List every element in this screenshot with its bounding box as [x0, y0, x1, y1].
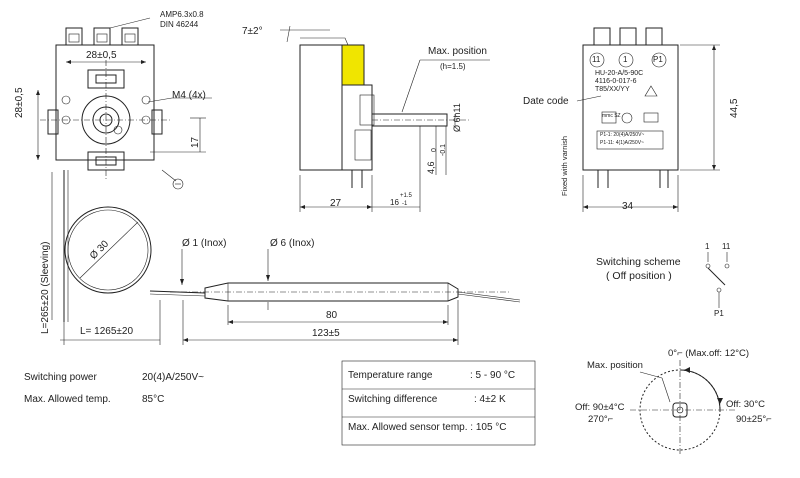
term-p1-label: P1 [714, 309, 724, 318]
side-depth-tol-top: +1.5 [400, 193, 412, 199]
max-position-label: Max. position [428, 46, 487, 57]
shaft-len-label: 4,6 [426, 161, 436, 174]
switching-scheme-diagram [705, 252, 730, 308]
spec-table-lines [341, 360, 536, 446]
side-width-label: 27 [330, 198, 342, 209]
dial-zero-label: 0°⌐ (Max.off: 12°C) [668, 348, 750, 359]
side-view [280, 25, 490, 212]
connector-spec-2: DIN 46244 [160, 20, 199, 29]
mount-holes-label: M4 (4x) [172, 90, 206, 101]
dial-max-position: Max. position [587, 360, 643, 371]
fixed-varnish-label: Fixed with varnish [560, 135, 569, 196]
back-view [576, 27, 720, 212]
label-line-1: HU-20-A/5-90C [595, 70, 644, 77]
label-line-5: P1-11: 4(1)A/250V~ [600, 140, 644, 146]
terminal-11: 11 [592, 55, 601, 64]
spec-table: Temperature range : 5 - 90 °C Switching … [342, 361, 535, 445]
brand-logo: mmc SZ [602, 113, 621, 119]
dial-off-right: Off: 30°C [726, 399, 766, 410]
dim-17: 17 [190, 136, 201, 148]
shaft-dia-label: Ø 6h11 [452, 103, 462, 132]
h-note: (h=1.5) [440, 62, 466, 71]
angle-label: 7±2° [242, 26, 263, 37]
label-line-3: T85/XX/YY [595, 86, 630, 93]
dim-front-width: 28±0,5 [86, 50, 117, 61]
shaft-len-tol-bottom: -0.1 [440, 143, 447, 156]
table-label: Temperature range [348, 370, 433, 381]
bulb-len-label: 80 [326, 310, 338, 321]
connector-spec-1: AMP6.3x0.8 [160, 10, 204, 19]
total-len-label: L= 1265±20 [80, 326, 134, 337]
switching-scheme-subtitle: ( Off position ) [606, 270, 672, 282]
side-depth-label: 16 [390, 198, 399, 207]
table-label: Max. Allowed sensor temp. : 105 °C [348, 422, 507, 433]
table-value: : 4±2 K [474, 394, 506, 405]
side-depth-tol-bottom: -1 [402, 201, 408, 207]
bulb-dia-label: Ø 6 (Inox) [270, 238, 315, 249]
terminal-p1: P1 [653, 55, 663, 64]
terminal-1: 1 [623, 55, 628, 64]
switching-power-label: Switching power [24, 372, 97, 383]
label-line-4: P1-1: 20(4)A/250V~ [600, 132, 645, 138]
dial-diagram [630, 360, 735, 455]
front-view [36, 17, 212, 190]
table-value: : 5 - 90 °C [470, 370, 516, 381]
dial-off-left: Off: 90±4°C [575, 402, 625, 413]
term-11-label: 11 [722, 242, 731, 251]
capillary-dia-label: Ø 1 (Inox) [182, 238, 227, 249]
sensor-assembly [51, 170, 521, 345]
term-1-label: 1 [705, 242, 710, 251]
dial-270: 270°⌐ [588, 414, 614, 425]
bulb-total-label: 123±5 [312, 328, 340, 339]
date-code-label: Date code [523, 96, 569, 107]
max-temp-value: 85°C [142, 394, 165, 405]
height-label: 44,5 [729, 98, 740, 118]
table-label: Switching difference [348, 394, 438, 405]
width-label: 34 [622, 201, 634, 212]
yellow-terminal [341, 44, 365, 86]
dim-front-height: 28±0,5 [14, 87, 25, 118]
shaft-len-tol-top: 0 [431, 148, 438, 152]
dial-90: 90±25°⌐ [736, 414, 772, 425]
switching-power-value: 20(4)A/250V~ [142, 372, 204, 383]
capillary-len-label: L=265±20 (Sleeving) [40, 241, 51, 335]
switching-scheme-title: Switching scheme [596, 256, 681, 268]
max-temp-label: Max. Allowed temp. [24, 394, 111, 405]
label-line-2: 4116-0-017-6 [595, 78, 637, 85]
